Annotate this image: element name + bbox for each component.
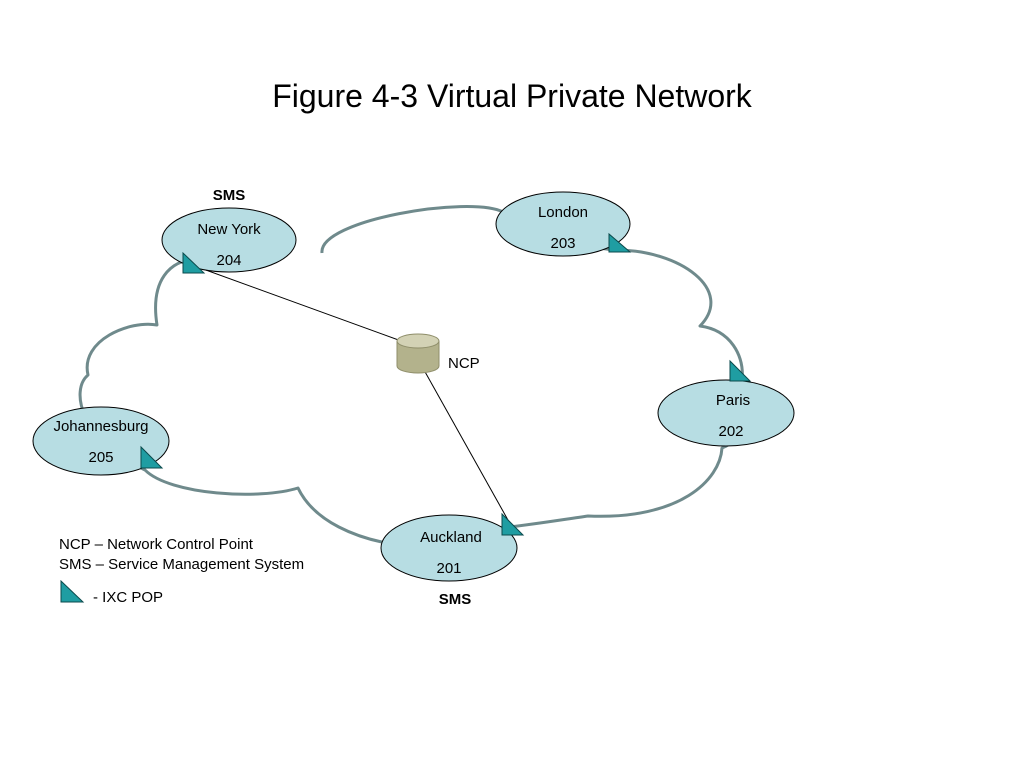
ixc-pop-icon [608, 232, 632, 253]
legend-ixc-pop: - IXC POP [59, 580, 319, 606]
page-title: Figure 4-3 Virtual Private Network [272, 78, 752, 114]
node-number: 201 [436, 560, 461, 577]
sms-label-top: SMS [213, 187, 246, 204]
ncp-label: NCP [448, 355, 480, 372]
node-name: Paris [716, 392, 750, 409]
node-london: London 203 [495, 191, 631, 257]
legend-sms: SMS – Service Management System [59, 556, 305, 573]
node-new-york: New York 204 [161, 207, 297, 273]
node-name: Auckland [420, 529, 482, 546]
sms-label-bottom: SMS [439, 591, 472, 608]
ixc-pop-icon [501, 512, 525, 536]
ncp-database-icon [396, 333, 440, 374]
node-number: 202 [718, 423, 743, 440]
node-name: New York [197, 221, 261, 238]
ixc-pop-icon [140, 445, 164, 469]
legend: NCP – Network Control Point SMS – Servic… [59, 535, 304, 575]
link-ncp-auckland [423, 369, 514, 530]
node-number: 205 [88, 449, 113, 466]
node-paris: Paris 202 [657, 379, 795, 447]
node-johannesburg: Johannesburg 205 [32, 406, 170, 476]
ixc-pop-icon [729, 359, 752, 382]
node-name: Johannesburg [53, 418, 148, 435]
ixc-pop-icon [182, 251, 206, 274]
link-newyork-ncp [191, 264, 405, 343]
node-auckland: Auckland 201 [380, 514, 518, 582]
node-name: London [538, 204, 588, 221]
legend-ixc-pop-label: - IXC POP [93, 589, 164, 606]
node-number: 204 [216, 252, 241, 269]
ixc-pop-icon [60, 580, 85, 603]
legend-ncp: NCP – Network Control Point [59, 536, 253, 553]
node-number: 203 [550, 235, 575, 252]
